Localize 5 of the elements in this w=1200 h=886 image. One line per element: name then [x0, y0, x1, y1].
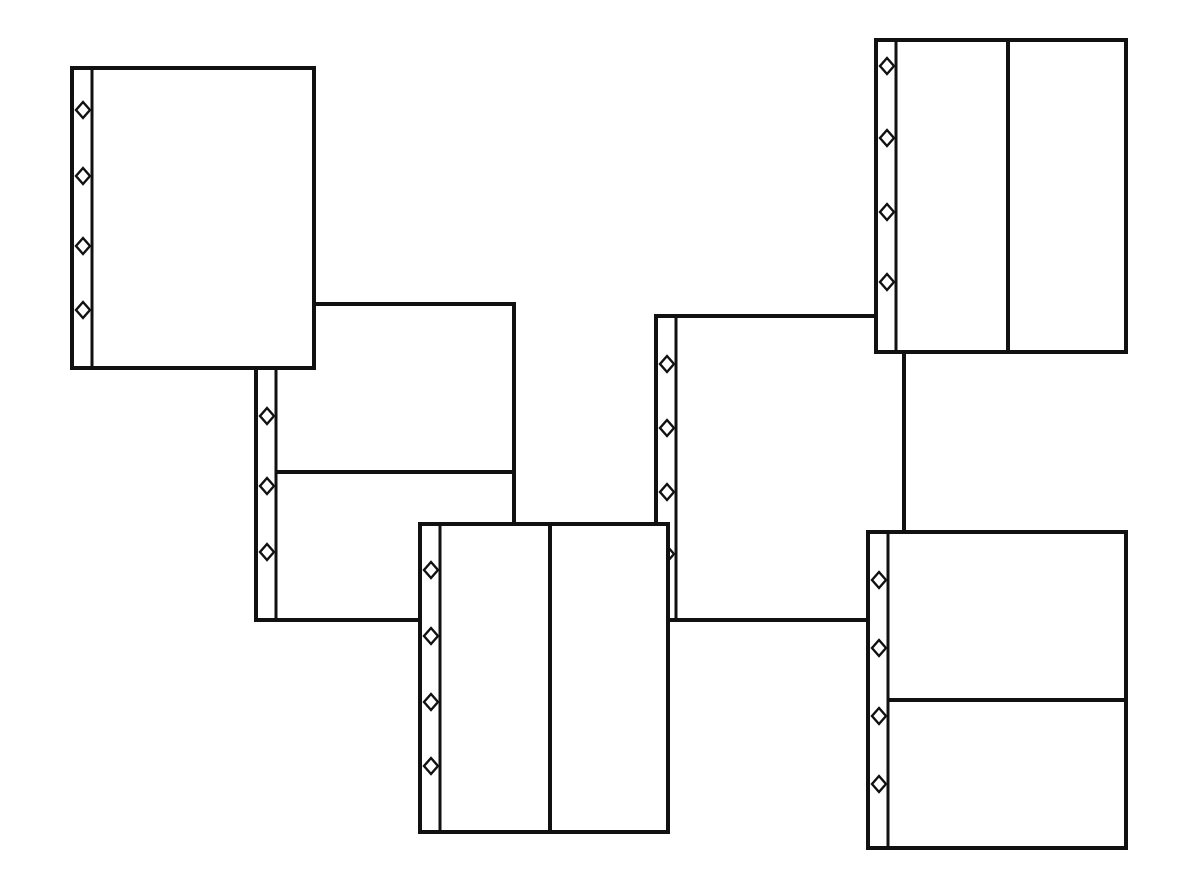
sheet-protector: [874, 38, 1128, 354]
sheet-protector: [418, 522, 670, 834]
sheet-protector: [866, 530, 1128, 850]
sheet-protector: [654, 314, 906, 622]
sheet-protector: [70, 66, 316, 370]
